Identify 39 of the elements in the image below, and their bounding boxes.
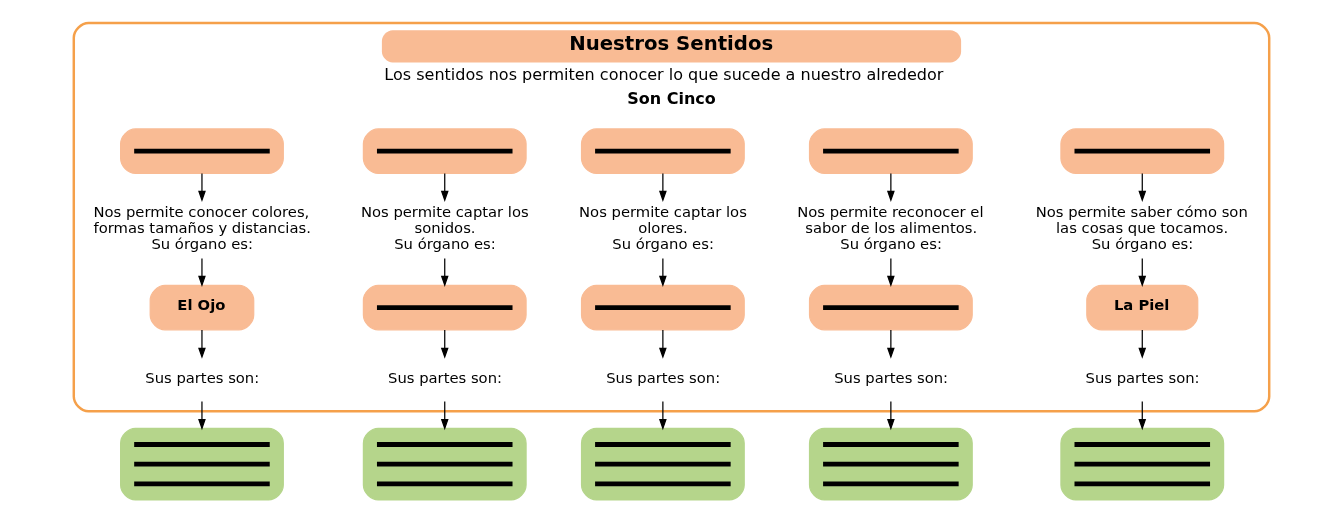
node-text: Sus partes son: [144,368,259,386]
arrow [197,172,206,202]
arrow [197,329,206,359]
node-box [580,128,745,174]
node-box [362,284,527,331]
arrow [658,329,667,359]
arrow [886,172,895,202]
node-box [808,427,973,501]
node-box [362,128,527,174]
node-box: El Ojo [149,284,254,331]
node-box [119,427,284,501]
node-box [580,284,745,331]
arrow [886,401,895,431]
node-box [808,128,973,174]
arrow [197,401,206,431]
arrow [1137,329,1146,359]
node-text: Nos permite saber cómo son las cosas que tocamos. Su órgano es: [1035,203,1248,253]
arrow [658,257,667,287]
arrow [886,257,895,287]
node-text: Sus partes son: [605,368,720,386]
node-text: Sus partes son: [387,368,502,386]
node-box [1059,128,1224,174]
arrow [440,329,449,359]
arrow [658,172,667,202]
node-box [808,284,973,331]
node-text: Nos permite reconocer el sabor de los alimentos. Su órgano es: [796,203,984,253]
arrow [658,401,667,431]
node-text: Nos permite captar los olores. Su órgano es: [578,203,747,253]
node-text: Sus partes son: [833,368,948,386]
node-box [1059,427,1224,501]
arrow [197,257,206,287]
arrow [886,329,895,359]
node-box [580,427,745,501]
node-text: Nos permite conocer colores, formas tamaños y distancias. Su órgano es: [93,203,311,253]
node-box [362,427,527,501]
node-text: Nos permite captar los sonidos. Su órgano es: [360,203,529,253]
node-box [119,128,284,174]
node-box: La Piel [1085,284,1198,331]
node-text: Sus partes son: [1085,368,1200,386]
